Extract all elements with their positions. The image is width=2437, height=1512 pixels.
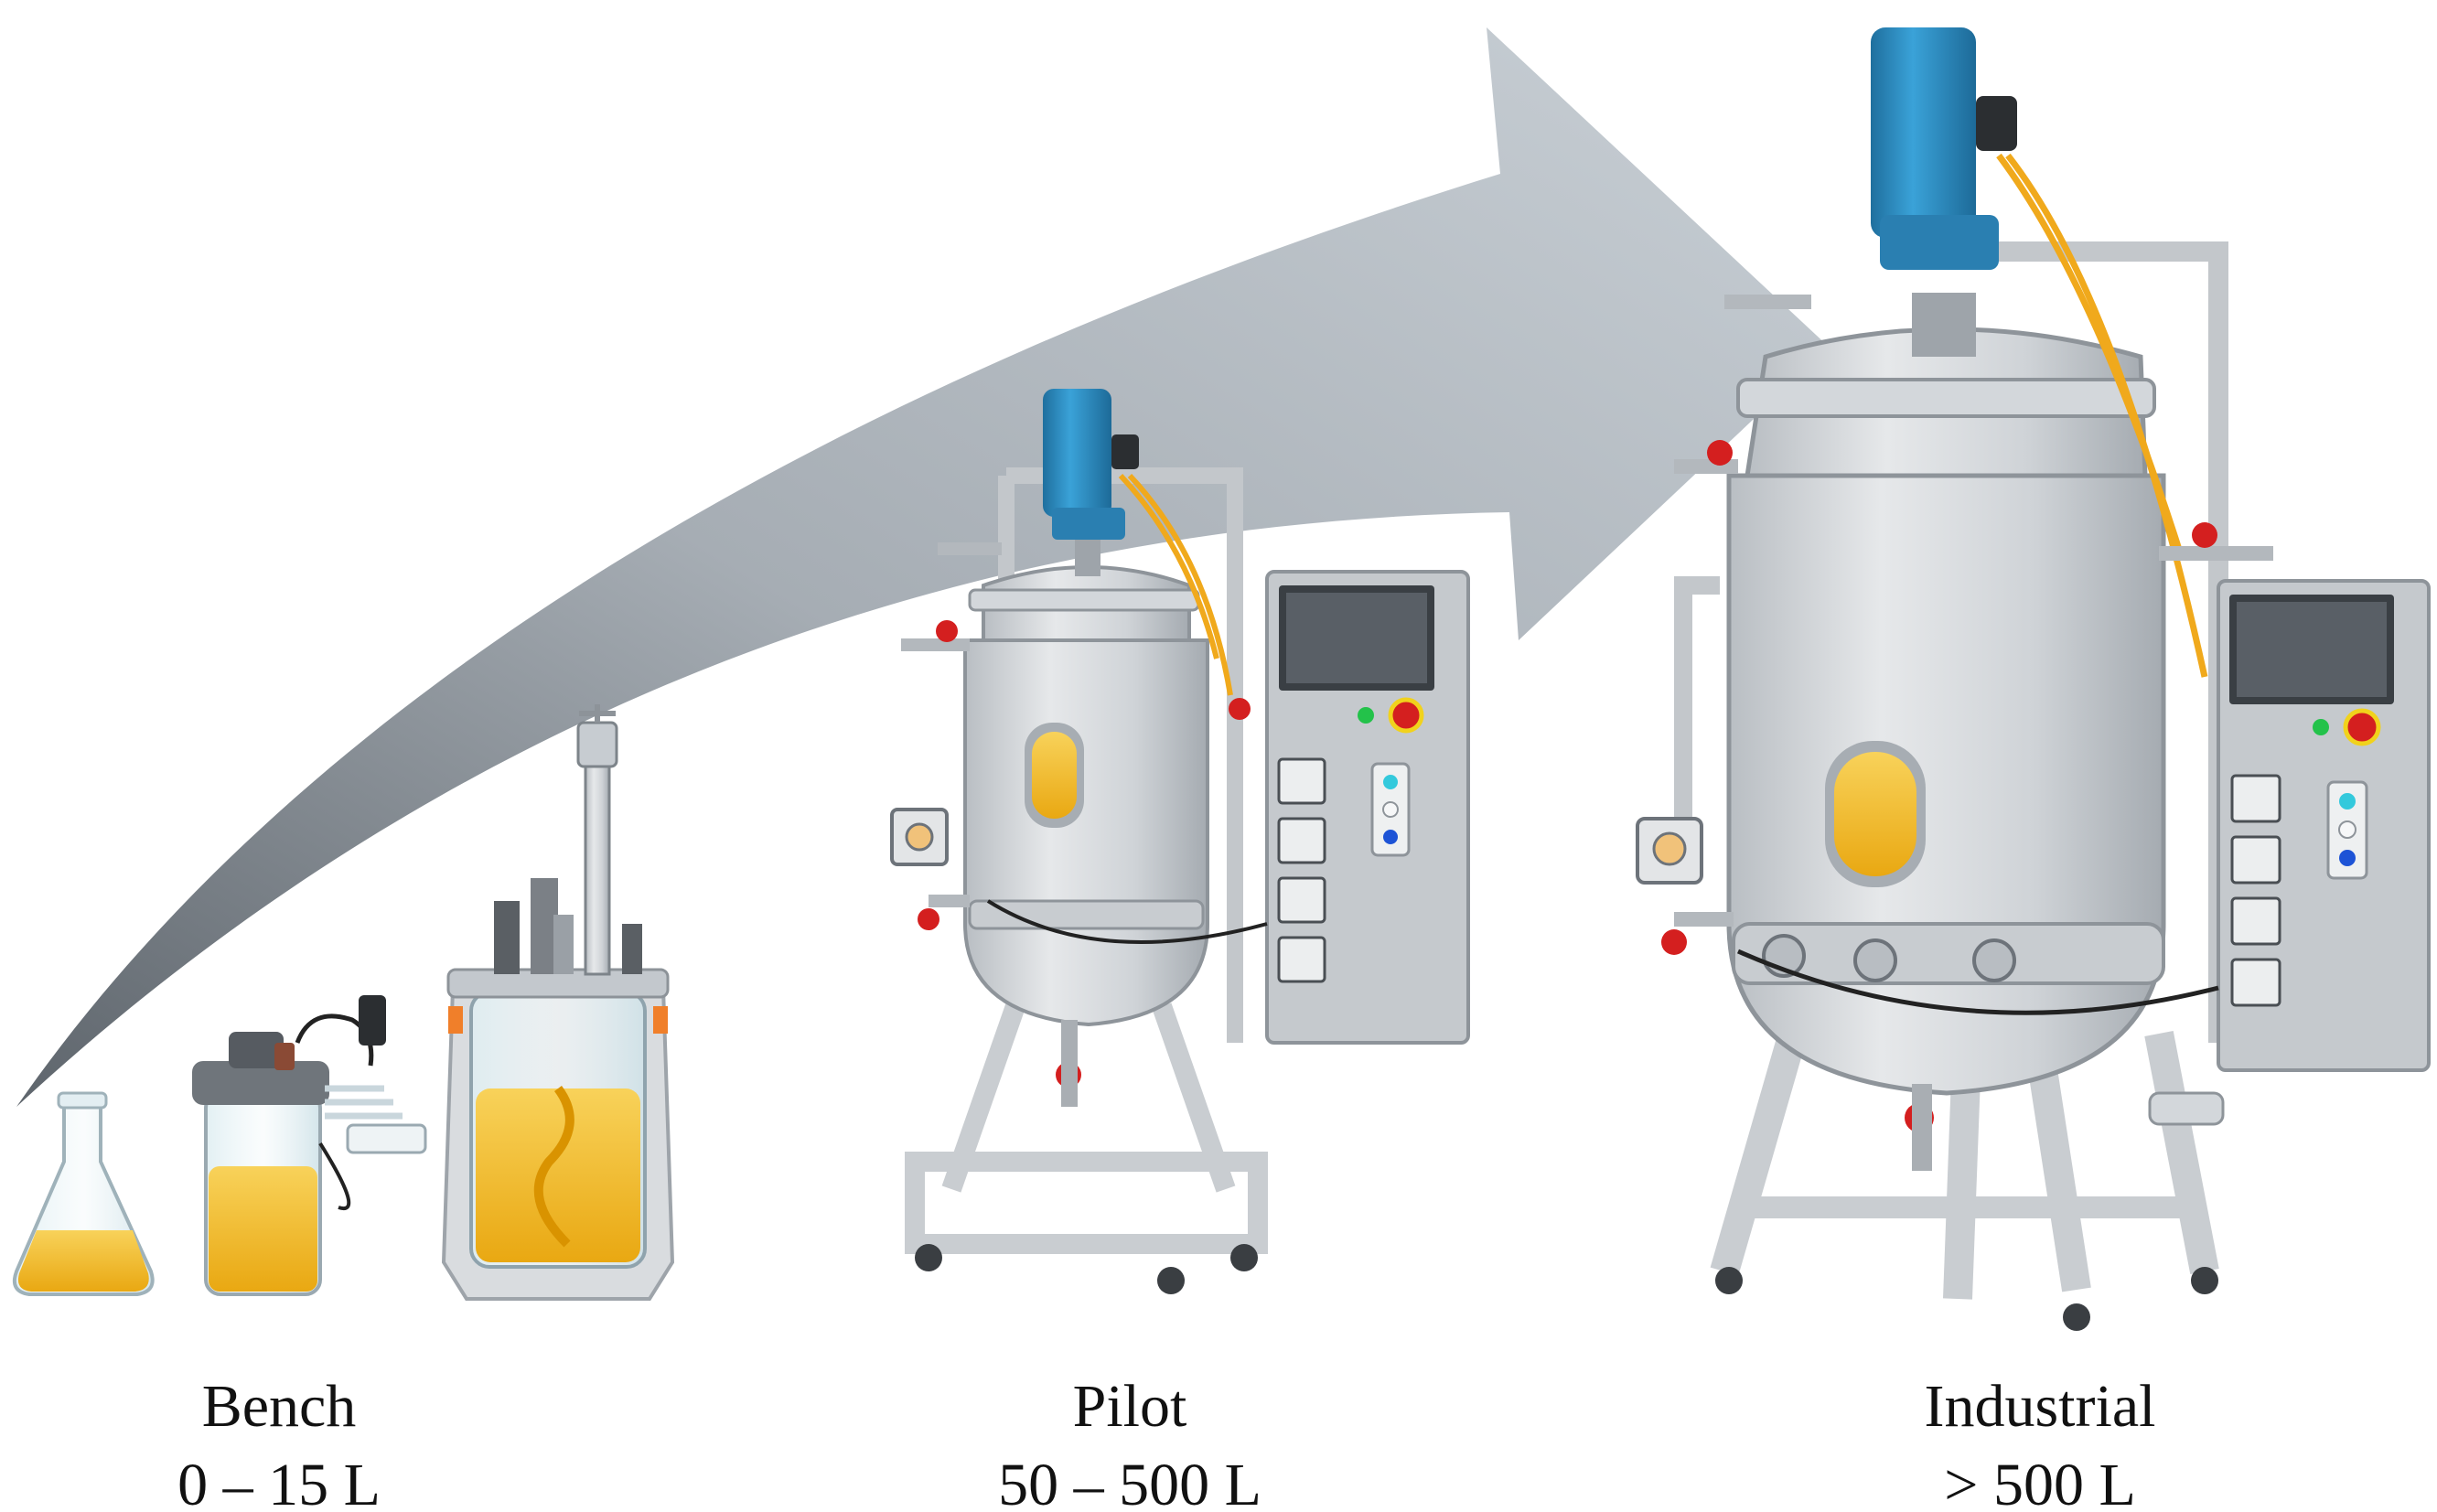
scale-up-arrow [16,27,1830,1107]
industrial-bioreactor-icon [1636,27,2431,1331]
pilot-bioreactor-icon [890,389,1470,1294]
stage-label-pilot: Pilot 50 – 500 L [961,1367,1299,1512]
stage-label-bench: Bench 0 – 15 L [110,1367,448,1512]
stage-volume-range: 0 – 15 L [177,1452,381,1512]
bench-glassware-icon [12,704,675,1301]
spinner-flask-icon [192,995,427,1296]
stage-volume-range: > 500 L [1944,1452,2136,1512]
stage-label-industrial: Industrial > 500 L [1866,1367,2214,1512]
erlenmeyer-flask-icon [12,1091,155,1296]
stage-name: Pilot [1072,1373,1187,1440]
stage-name: Bench [201,1373,357,1440]
glass-bioreactor-icon [441,704,675,1301]
stage-volume-range: 50 – 500 L [998,1452,1261,1512]
stage-name: Industrial [1924,1373,2156,1440]
